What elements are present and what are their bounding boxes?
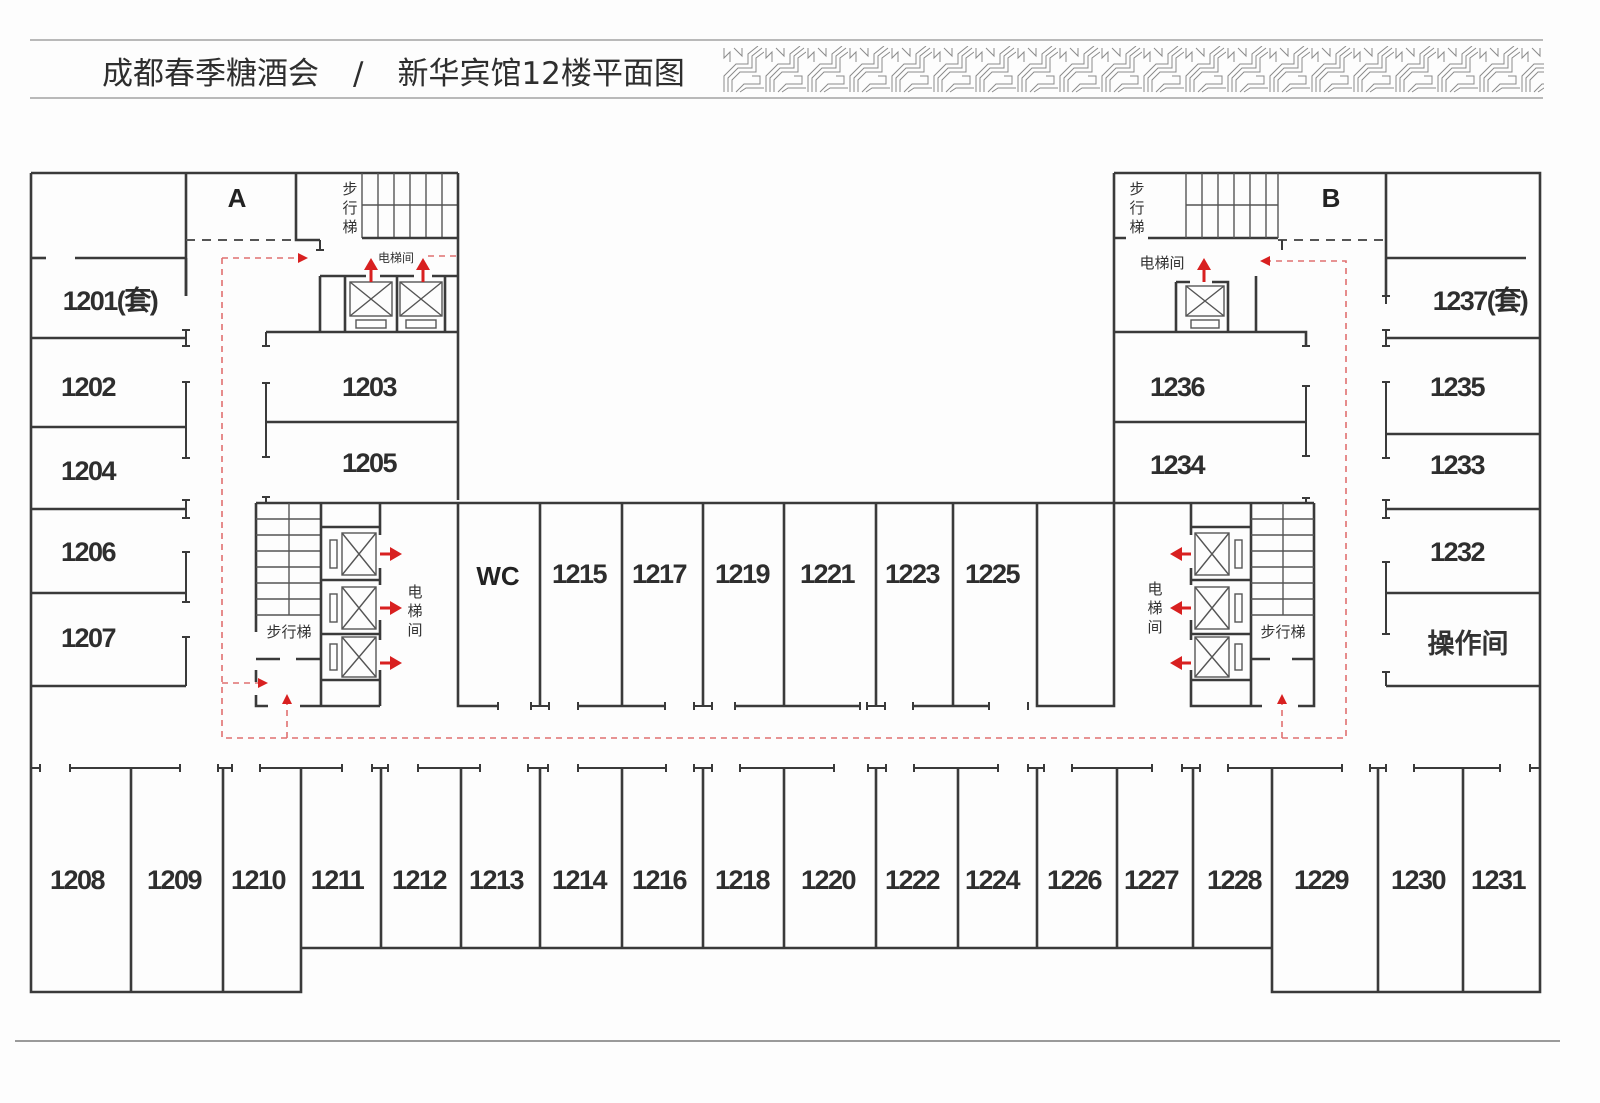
east-wing-walls: [1382, 329, 1540, 688]
stairs-labels: 步 行 梯 步 行 梯 步行梯 步行梯: [266, 180, 1305, 641]
room-label[interactable]: 1232: [1430, 537, 1486, 567]
room-label[interactable]: 1217: [632, 559, 688, 589]
room-label[interactable]: 1210: [231, 865, 287, 895]
room-label[interactable]: 1227: [1124, 865, 1180, 895]
room-label[interactable]: 1211: [311, 865, 367, 895]
room-label[interactable]: 1235: [1430, 372, 1487, 402]
west-north-stairs-label-1: 步: [342, 180, 357, 198]
east-south-elevator-label-1: 电: [1147, 580, 1162, 598]
west-wing-walls: [29, 171, 458, 994]
room-label[interactable]: 1220: [801, 865, 857, 895]
elevator-hall-labels: 电梯间 电梯间 电 梯 间 电 梯 间: [378, 251, 1185, 639]
east-north-stairs-label-1: 步: [1129, 180, 1144, 198]
operation-room-label[interactable]: 操作间: [1428, 629, 1509, 660]
room-label[interactable]: 1222: [885, 865, 941, 895]
room-label[interactable]: 1201(套): [63, 286, 160, 316]
room-label[interactable]: 1230: [1391, 865, 1447, 895]
room-label[interactable]: 1215: [552, 559, 609, 589]
west-south-elevator-label-1: 电: [407, 583, 422, 601]
west-south-elevator-label-3: 间: [407, 621, 422, 639]
south-row-walls: [31, 764, 1540, 992]
title-separator: /: [353, 56, 364, 92]
page-title: 成都春季糖酒会 / 新华宾馆12楼平面图: [102, 48, 685, 93]
wc-label[interactable]: WC: [476, 561, 520, 591]
room-label[interactable]: 1212: [392, 865, 448, 895]
room-label[interactable]: 1208: [50, 865, 107, 895]
west-south-stairs-label: 步行梯: [266, 623, 311, 641]
zone-b-label: B: [1322, 183, 1341, 213]
room-label[interactable]: 1224: [965, 865, 1022, 895]
east-south-stairs-label: 步行梯: [1260, 623, 1305, 641]
room-label[interactable]: 1214: [552, 865, 609, 895]
room-label[interactable]: 1205: [342, 448, 399, 478]
room-label[interactable]: 1237(套): [1433, 286, 1530, 316]
west-south-elevator-label-2: 梯: [407, 602, 422, 620]
room-label[interactable]: 1213: [469, 865, 526, 895]
east-north-elevator-label: 电梯间: [1139, 254, 1184, 272]
east-core: [1114, 171, 1542, 994]
zone-a-label: A: [228, 183, 247, 213]
west-north-stairs: [361, 173, 460, 500]
evacuation-route: [221, 255, 1347, 739]
south-row-labels: 1208 1209 1210 1211 1212 1213 1214 1216 …: [50, 865, 1528, 895]
room-label[interactable]: 1206: [61, 537, 118, 567]
room-label[interactable]: 1218: [715, 865, 772, 895]
room-label[interactable]: 1204: [61, 456, 118, 486]
decorative-fret-pattern: [722, 46, 1544, 94]
room-label[interactable]: 1229: [1294, 865, 1351, 895]
east-south-core: [1189, 497, 1316, 708]
room-label[interactable]: 1228: [1207, 865, 1264, 895]
room-label[interactable]: 1203: [342, 372, 399, 402]
north-row-walls: [456, 173, 1116, 710]
room-label[interactable]: 1207: [61, 623, 117, 653]
east-north-stairs-label-3: 梯: [1129, 218, 1144, 236]
room-label[interactable]: 1236: [1150, 372, 1207, 402]
room-label[interactable]: 1231: [1471, 865, 1528, 895]
east-south-elevator-label-3: 间: [1147, 618, 1162, 636]
header-bottom-rule: [30, 97, 1543, 99]
room-label[interactable]: 1226: [1047, 865, 1104, 895]
footer-rule: [15, 1040, 1560, 1042]
west-north-stairs-label-2: 行: [342, 199, 357, 217]
room-label[interactable]: 1233: [1430, 450, 1487, 480]
evacuation-arrows: [258, 253, 1287, 704]
room-label[interactable]: 1234: [1150, 450, 1207, 480]
header-top-rule: [30, 39, 1543, 41]
room-label[interactable]: 1216: [632, 865, 689, 895]
room-label[interactable]: 1221: [800, 559, 857, 589]
east-south-elevator-label-2: 梯: [1147, 599, 1162, 617]
west-north-elevators: [262, 274, 458, 347]
room-label[interactable]: 1209: [147, 865, 204, 895]
east-north-stairs-label-2: 行: [1129, 199, 1144, 217]
venue-floor-name: 新华宾馆12楼平面图: [397, 56, 685, 92]
room-label[interactable]: 1223: [885, 559, 942, 589]
event-name: 成都春季糖酒会: [102, 56, 319, 92]
room-label[interactable]: 1225: [965, 559, 1022, 589]
west-north-stairs-label-3: 梯: [342, 218, 357, 236]
west-core-rooms: [262, 382, 458, 503]
room-label[interactable]: 1202: [61, 372, 117, 402]
room-label[interactable]: 1219: [715, 559, 772, 589]
west-north-elevator-label: 电梯间: [378, 251, 414, 265]
